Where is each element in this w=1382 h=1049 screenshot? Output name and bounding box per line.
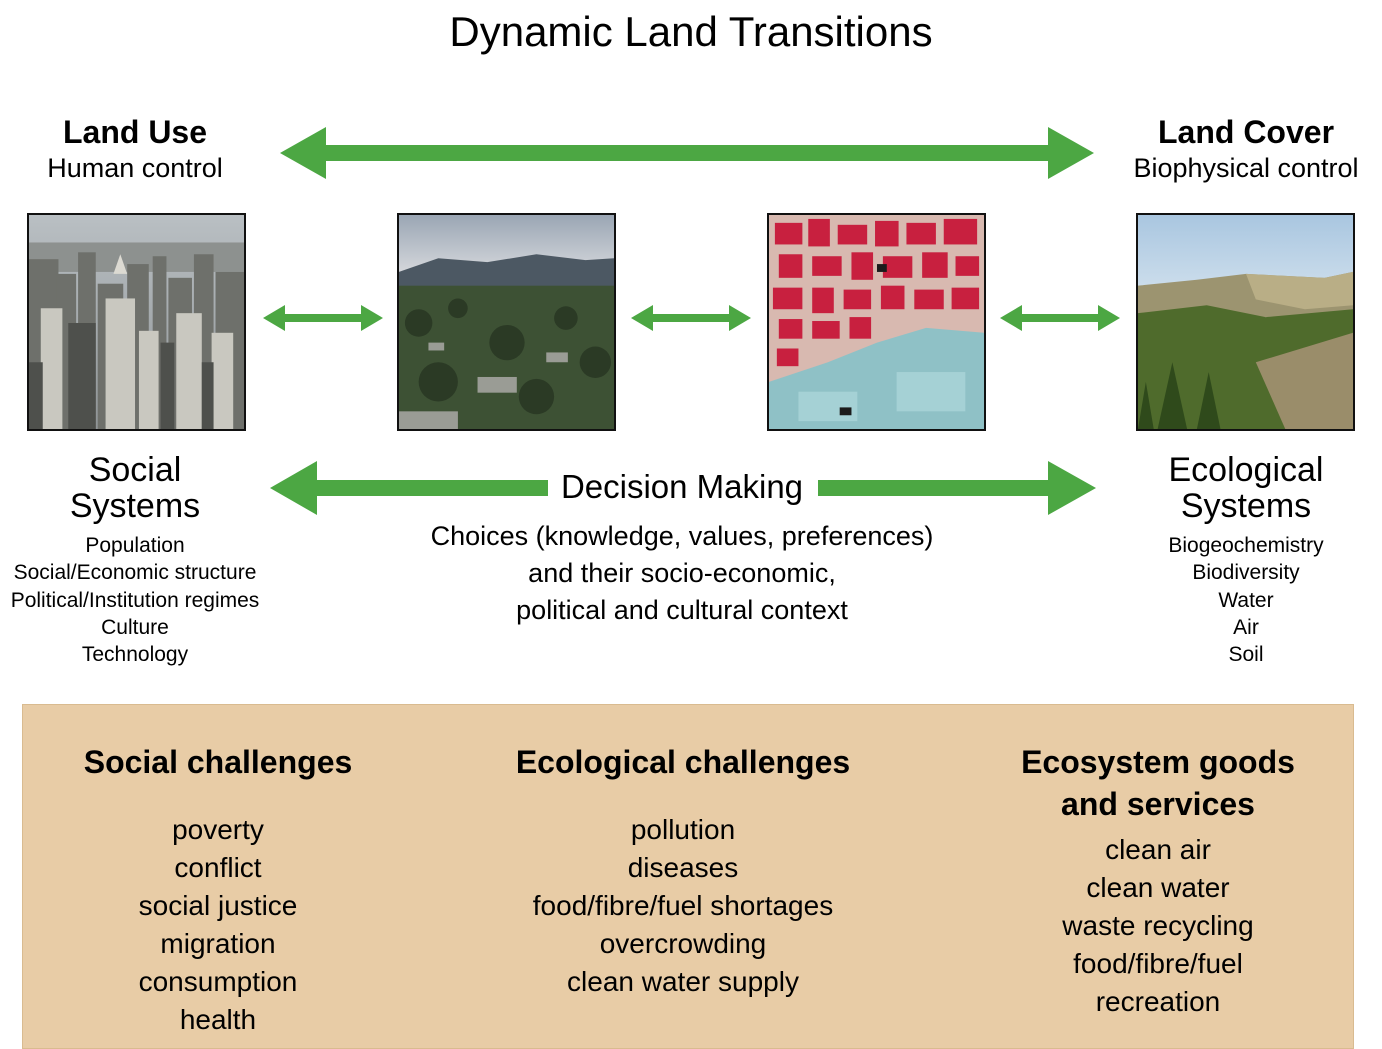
ecosystem-good-item: recreation bbox=[1095, 986, 1221, 1017]
ecosystem-goods-column: Ecosystem goods and services clean air c… bbox=[983, 741, 1333, 1021]
ecological-challenges-column: Ecological challenges pollution diseases… bbox=[483, 741, 883, 1001]
social-systems-title-line: Social bbox=[88, 451, 182, 489]
land-cover-title: Land Cover bbox=[1157, 114, 1335, 150]
decision-left-arrow bbox=[270, 461, 548, 515]
small-double-arrow-1 bbox=[263, 305, 383, 331]
ecological-challenge-item: overcrowding bbox=[599, 928, 767, 959]
social-challenge-item: conflict bbox=[174, 852, 262, 883]
ecological-systems-item: Air bbox=[1233, 615, 1259, 639]
ecological-challenge-item: pollution bbox=[630, 814, 736, 845]
social-systems-item: Technology bbox=[81, 643, 189, 667]
land-use-header: Land Use Human control bbox=[10, 113, 260, 185]
social-challenge-item: migration bbox=[160, 928, 276, 959]
ecological-systems-title-line: Ecological bbox=[1168, 451, 1324, 489]
decision-choices-text: Choices (knowledge, values, preferences)… bbox=[380, 518, 984, 629]
decision-choices-line: Choices (knowledge, values, preferences) bbox=[430, 521, 934, 551]
land-use-title: Land Use bbox=[62, 114, 208, 150]
ecosystem-good-item: clean air bbox=[1105, 834, 1211, 865]
ecosystem-goods-title-line: Ecosystem goods bbox=[1021, 744, 1295, 780]
land-use-subtitle: Human control bbox=[47, 153, 223, 183]
ecological-challenges-title: Ecological challenges bbox=[515, 744, 851, 780]
social-challenge-item: social justice bbox=[138, 890, 298, 921]
top-double-arrow bbox=[280, 127, 1094, 179]
small-double-arrow-3 bbox=[1000, 305, 1120, 331]
ecological-challenge-item: clean water supply bbox=[567, 966, 799, 997]
ecological-systems-item: Biogeochemistry bbox=[1168, 534, 1324, 557]
social-challenges-column: Social challenges poverty conflict socia… bbox=[53, 741, 383, 1039]
decision-right-arrow bbox=[818, 461, 1096, 515]
social-systems: Social Systems Population Social/Economi… bbox=[0, 452, 270, 668]
ecological-systems-item: Soil bbox=[1228, 643, 1264, 667]
social-systems-item: Culture bbox=[101, 615, 169, 639]
ecological-systems: Ecological Systems Biogeochemistry Biodi… bbox=[1110, 452, 1382, 668]
satellite-cropland-image bbox=[767, 213, 986, 431]
ecosystem-good-item: waste recycling bbox=[1062, 910, 1254, 941]
decision-making-label: Decision Making bbox=[560, 468, 804, 505]
city-skyline-photo bbox=[27, 213, 246, 431]
social-systems-item: Population bbox=[85, 534, 185, 557]
social-challenges-title: Social challenges bbox=[83, 744, 353, 780]
social-systems-item: Social/Economic structure bbox=[13, 561, 257, 585]
suburban-valley-photo bbox=[397, 213, 616, 431]
decision-choices-line: and their socio-economic, bbox=[528, 558, 836, 588]
small-double-arrow-2 bbox=[631, 305, 751, 331]
ecosystem-good-item: food/fibre/fuel bbox=[1073, 948, 1243, 979]
ecological-systems-title-line: Systems bbox=[1180, 487, 1312, 525]
diagram-title: Dynamic Land Transitions bbox=[449, 8, 933, 55]
social-systems-item: Political/Institution regimes bbox=[10, 588, 260, 612]
ecological-challenge-item: food/fibre/fuel shortages bbox=[532, 890, 834, 921]
challenges-panel: Social challenges poverty conflict socia… bbox=[22, 704, 1354, 1049]
land-cover-subtitle: Biophysical control bbox=[1133, 153, 1359, 183]
ecosystem-good-item: clean water bbox=[1086, 872, 1230, 903]
forest-canyon-photo bbox=[1136, 213, 1355, 431]
social-challenge-item: poverty bbox=[172, 814, 264, 845]
land-cover-header: Land Cover Biophysical control bbox=[1110, 113, 1382, 185]
ecological-challenge-item: diseases bbox=[627, 852, 739, 883]
social-challenge-item: health bbox=[179, 1004, 257, 1035]
ecological-systems-item: Biodiversity bbox=[1192, 561, 1300, 585]
ecological-systems-item: Water bbox=[1218, 588, 1274, 612]
social-challenge-item: consumption bbox=[138, 966, 298, 997]
social-systems-title-line: Systems bbox=[69, 487, 201, 525]
ecosystem-goods-title-line: and services bbox=[1061, 786, 1255, 822]
decision-choices-line: political and cultural context bbox=[516, 595, 848, 625]
